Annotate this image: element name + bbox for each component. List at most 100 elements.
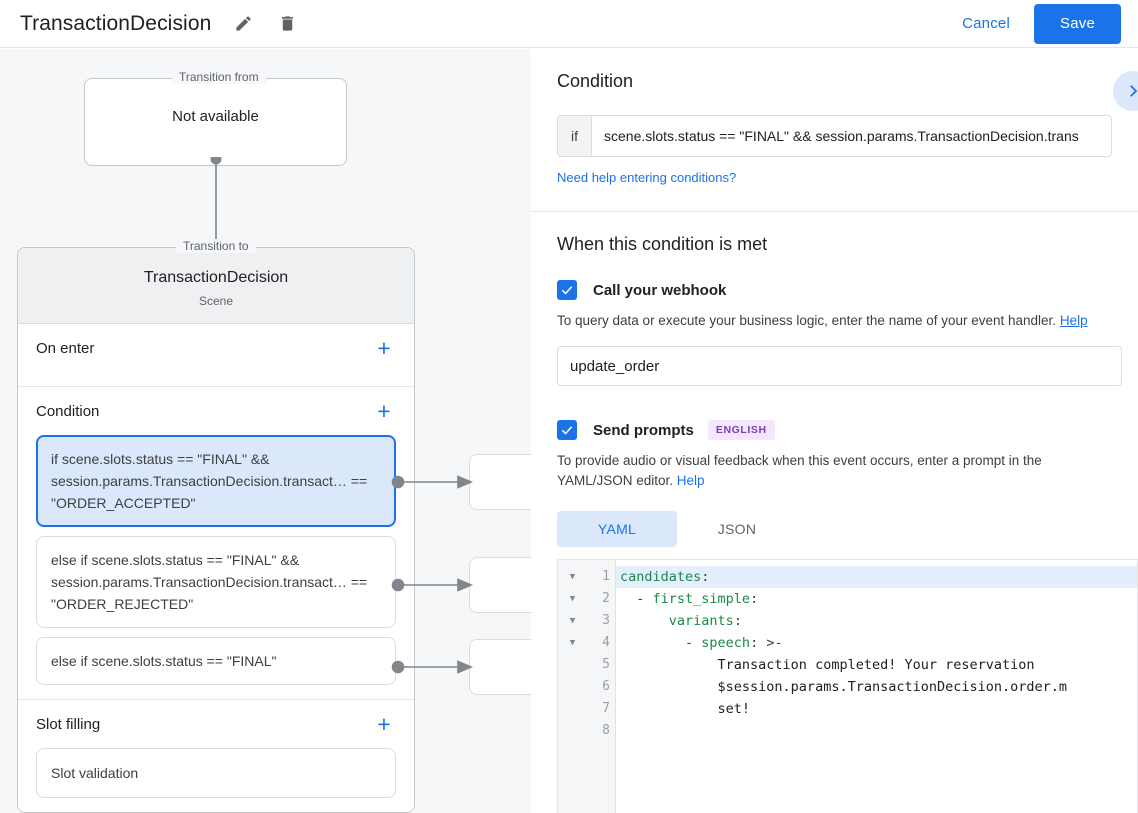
transition-from-legend: Transition from <box>172 70 266 84</box>
code-token: - <box>620 635 702 651</box>
section-title-slot-filling: Slot filling <box>36 715 101 733</box>
condition-help-link[interactable]: Need help entering conditions? <box>557 170 737 185</box>
webhook-help-link[interactable]: Help <box>1059 313 1088 328</box>
scene-card-name: TransactionDecision <box>143 269 289 286</box>
when-condition-met-section: When this condition is met Call your web… <box>531 212 1138 813</box>
yaml-code-editor[interactable]: ▼ ▼ ▼ ▼ 1 2 3 4 5 6 7 8 candidates: - first_simple… <box>557 559 1138 813</box>
scene-card-subtitle: Scene <box>198 294 234 308</box>
editor-format-tabs: YAML JSON <box>557 511 1112 547</box>
code-token: : <box>733 613 742 629</box>
target-node-stub[interactable] <box>469 557 531 613</box>
slot-validation-card[interactable]: Slot validation <box>36 748 396 798</box>
code-line[interactable]: $session.params.TransactionDecision.orde… <box>616 676 1137 698</box>
code-line-number: 3 <box>602 613 610 628</box>
condition-card[interactable]: if scene.slots.status == "FINAL" && sess… <box>36 435 396 527</box>
condition-section: Condition if Need help entering conditio… <box>531 49 1138 212</box>
add-slot-filling-button[interactable]: + <box>377 710 391 737</box>
code-fold-toggle[interactable]: ▼ <box>569 616 576 626</box>
pencil-icon[interactable] <box>231 12 255 36</box>
webhook-helper-prefix: To query data or execute your business l… <box>557 313 1060 328</box>
code-token: - <box>620 591 653 607</box>
condition-card[interactable]: else if scene.slots.status == "FINAL" <box>36 637 396 685</box>
code-line-number: 2 <box>602 591 610 606</box>
add-on-enter-button[interactable]: + <box>377 334 391 361</box>
section-title-on-enter: On enter <box>36 339 95 357</box>
trash-icon[interactable] <box>275 12 299 36</box>
when-condition-met-heading: When this condition is met <box>557 234 768 254</box>
webhook-helper-text: To query data or execute your business l… <box>557 311 1112 331</box>
code-fold-toggle[interactable]: ▼ <box>569 638 576 648</box>
code-line-number: 1 <box>602 569 610 584</box>
scene-card-header: TransactionDecision Scene <box>18 248 414 324</box>
code-line-number: 4 <box>602 635 610 650</box>
call-webhook-checkbox[interactable] <box>557 280 577 300</box>
code-fold-toggle[interactable] <box>558 676 587 698</box>
section-on-enter: On enter + <box>18 324 414 387</box>
code-token: : <box>750 591 759 607</box>
section-slot-filling: Slot filling + Slot validation <box>18 700 414 812</box>
prompts-checkbox-row: Send prompts ENGLISH <box>557 420 1112 440</box>
section-title-condition: Condition <box>36 402 100 420</box>
code-line[interactable]: - first_simple: <box>616 588 1137 610</box>
condition-if-row: if <box>557 115 1112 157</box>
code-fold-toggle[interactable] <box>558 698 587 720</box>
section-condition: Condition + if scene.slots.status == "FI… <box>18 387 414 700</box>
prompts-helper-prefix: To provide audio or visual feedback when… <box>557 453 1042 488</box>
detail-panel: Condition if Need help entering conditio… <box>531 49 1138 813</box>
send-prompts-checkbox[interactable] <box>557 420 577 440</box>
target-node-stub[interactable] <box>469 639 531 695</box>
prompts-helper-text: To provide audio or visual feedback when… <box>557 451 1117 491</box>
code-line[interactable] <box>616 720 1137 742</box>
scene-card: TransactionDecision Scene On enter + Con… <box>17 247 415 813</box>
code-token <box>620 613 669 629</box>
code-token: Transaction completed! Your reservation <box>620 657 1035 673</box>
code-line-number: 6 <box>602 679 610 694</box>
target-node-stub[interactable] <box>469 454 531 510</box>
code-token: first_simple <box>652 591 751 607</box>
add-condition-button[interactable]: + <box>377 397 391 424</box>
code-line[interactable]: - speech: >- <box>616 632 1137 654</box>
save-button[interactable]: Save <box>1034 3 1121 44</box>
code-line-number: 5 <box>602 657 610 672</box>
if-prefix-label: if <box>558 116 592 156</box>
tab-json[interactable]: JSON <box>717 521 757 537</box>
condition-heading: Condition <box>557 71 634 91</box>
code-fold-toggle[interactable]: ▼ <box>569 594 576 604</box>
code-fold-gutter: ▼ ▼ ▼ ▼ <box>558 560 587 813</box>
send-prompts-block: Send prompts ENGLISH To provide audio or… <box>557 420 1138 813</box>
code-line[interactable]: set! <box>616 698 1137 720</box>
code-line[interactable]: candidates: <box>616 566 1137 588</box>
code-line[interactable]: variants: <box>616 610 1137 632</box>
code-line-number: 7 <box>602 701 610 716</box>
webhook-handler-input[interactable] <box>557 346 1122 386</box>
code-token: candidates <box>620 569 702 585</box>
webhook-checkbox-row: Call your webhook <box>557 280 1112 300</box>
prompts-help-link[interactable]: Help <box>676 473 705 488</box>
call-webhook-label: Call your webhook <box>593 281 727 299</box>
code-token: : >- <box>750 635 783 651</box>
chevron-right-icon[interactable] <box>1113 71 1138 111</box>
code-fold-toggle[interactable] <box>558 654 587 676</box>
code-token: speech <box>701 635 751 651</box>
code-token: variants <box>668 613 734 629</box>
transition-from-box: Not available <box>84 78 347 166</box>
scene-graph-canvas[interactable]: Not available Transition from Transition… <box>0 49 531 813</box>
condition-expression-input[interactable] <box>592 116 1111 156</box>
tab-yaml[interactable]: YAML <box>557 511 677 547</box>
condition-card[interactable]: else if scene.slots.status == "FINAL" &&… <box>36 536 396 628</box>
page-title: TransactionDecision <box>20 11 212 35</box>
code-fold-toggle[interactable] <box>558 720 587 742</box>
send-prompts-label: Send prompts <box>593 421 694 439</box>
code-content-area[interactable]: candidates: - first_simple: variants: - … <box>616 560 1137 813</box>
code-line[interactable]: Transaction completed! Your reservation <box>616 654 1137 676</box>
code-line-number-gutter: 1 2 3 4 5 6 7 8 <box>587 560 616 813</box>
code-line-number: 8 <box>602 723 610 738</box>
code-token: : <box>701 569 710 585</box>
language-badge: ENGLISH <box>707 420 775 440</box>
top-app-bar: TransactionDecision Cancel Save <box>0 0 1138 48</box>
code-token: $session.params.TransactionDecision.orde… <box>620 679 1068 695</box>
transition-to-legend: Transition to <box>176 239 256 253</box>
code-fold-toggle[interactable]: ▼ <box>569 572 576 582</box>
code-token: set! <box>620 701 751 717</box>
cancel-button[interactable]: Cancel <box>948 7 1024 40</box>
